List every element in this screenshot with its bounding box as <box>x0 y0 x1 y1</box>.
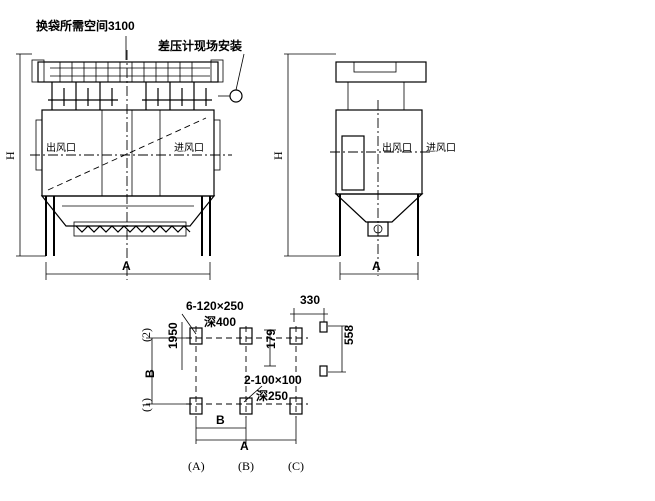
front-view: 换袋所需空间3100 差压计现场安装 出风口 进风口 H A <box>3 18 245 280</box>
a-dimension-left <box>45 262 211 280</box>
dim-179: 179 <box>264 329 278 349</box>
dim-330: 330 <box>300 293 320 307</box>
hopper <box>40 195 216 227</box>
dim-558: 558 <box>342 325 356 345</box>
depth-top-label: 深400 <box>204 314 236 329</box>
anchor-pockets <box>189 321 328 415</box>
header-end-right <box>210 59 224 83</box>
axis-row-1: (1) <box>139 398 153 412</box>
axis-row-2: (2) <box>139 328 153 342</box>
inlet-label-right: 进风口 <box>426 142 456 154</box>
screw-conveyor <box>75 225 191 233</box>
access-door <box>341 135 365 191</box>
h-dimension-left <box>16 53 46 257</box>
outlet-label-left: 出风口 <box>46 141 76 154</box>
h-label-right: H <box>271 151 285 160</box>
side-hopper <box>334 193 424 223</box>
axis-col-c: (C) <box>288 459 304 473</box>
depth-bottom-label: 深250 <box>256 388 288 403</box>
side-manifold <box>353 61 397 73</box>
bag-space-label: 换袋所需空间3100 <box>36 18 135 33</box>
h-dimension-right <box>284 53 340 257</box>
pressure-gauge <box>229 89 243 103</box>
body-inner <box>101 110 161 196</box>
h-label-left: H <box>3 151 17 160</box>
b-label-vertical: B <box>143 369 157 378</box>
diff-pressure-label: 差压计现场安装 <box>157 38 242 53</box>
pulse-valves <box>48 82 212 110</box>
opening-top-label: 6-120×250 <box>186 299 244 313</box>
side-legs <box>339 194 419 256</box>
header-end-left <box>31 59 45 83</box>
baffle-line <box>47 117 207 191</box>
a-label-horizontal: A <box>240 439 249 453</box>
axis-col-a: (A) <box>188 459 205 473</box>
a-label-left: A <box>122 259 131 273</box>
dim-1950: 1950 <box>166 322 180 349</box>
conveyor-box <box>73 221 187 237</box>
axis-col-b: (B) <box>238 459 254 473</box>
side-view: 出风口 进风口 H A <box>271 53 456 280</box>
header-frame <box>37 61 219 83</box>
outlet-label-right: 出风口 <box>382 141 412 154</box>
inlet-flange <box>213 119 221 171</box>
b-label-horizontal: B <box>216 413 225 427</box>
plan-dims <box>146 308 346 444</box>
header-grid <box>50 62 210 82</box>
a-dimension-right <box>339 262 419 280</box>
outlet-flange <box>35 119 43 171</box>
a-label-right: A <box>372 259 381 273</box>
opening-bottom-label: 2-100×100 <box>244 373 302 387</box>
inlet-label-left: 进风口 <box>174 142 204 154</box>
gauge-leader <box>235 53 245 91</box>
plan-grid <box>186 326 308 418</box>
legs <box>45 196 211 256</box>
foundation-plan: 6-120×250 深400 330 558 179 1950 2-100×10… <box>139 293 356 473</box>
